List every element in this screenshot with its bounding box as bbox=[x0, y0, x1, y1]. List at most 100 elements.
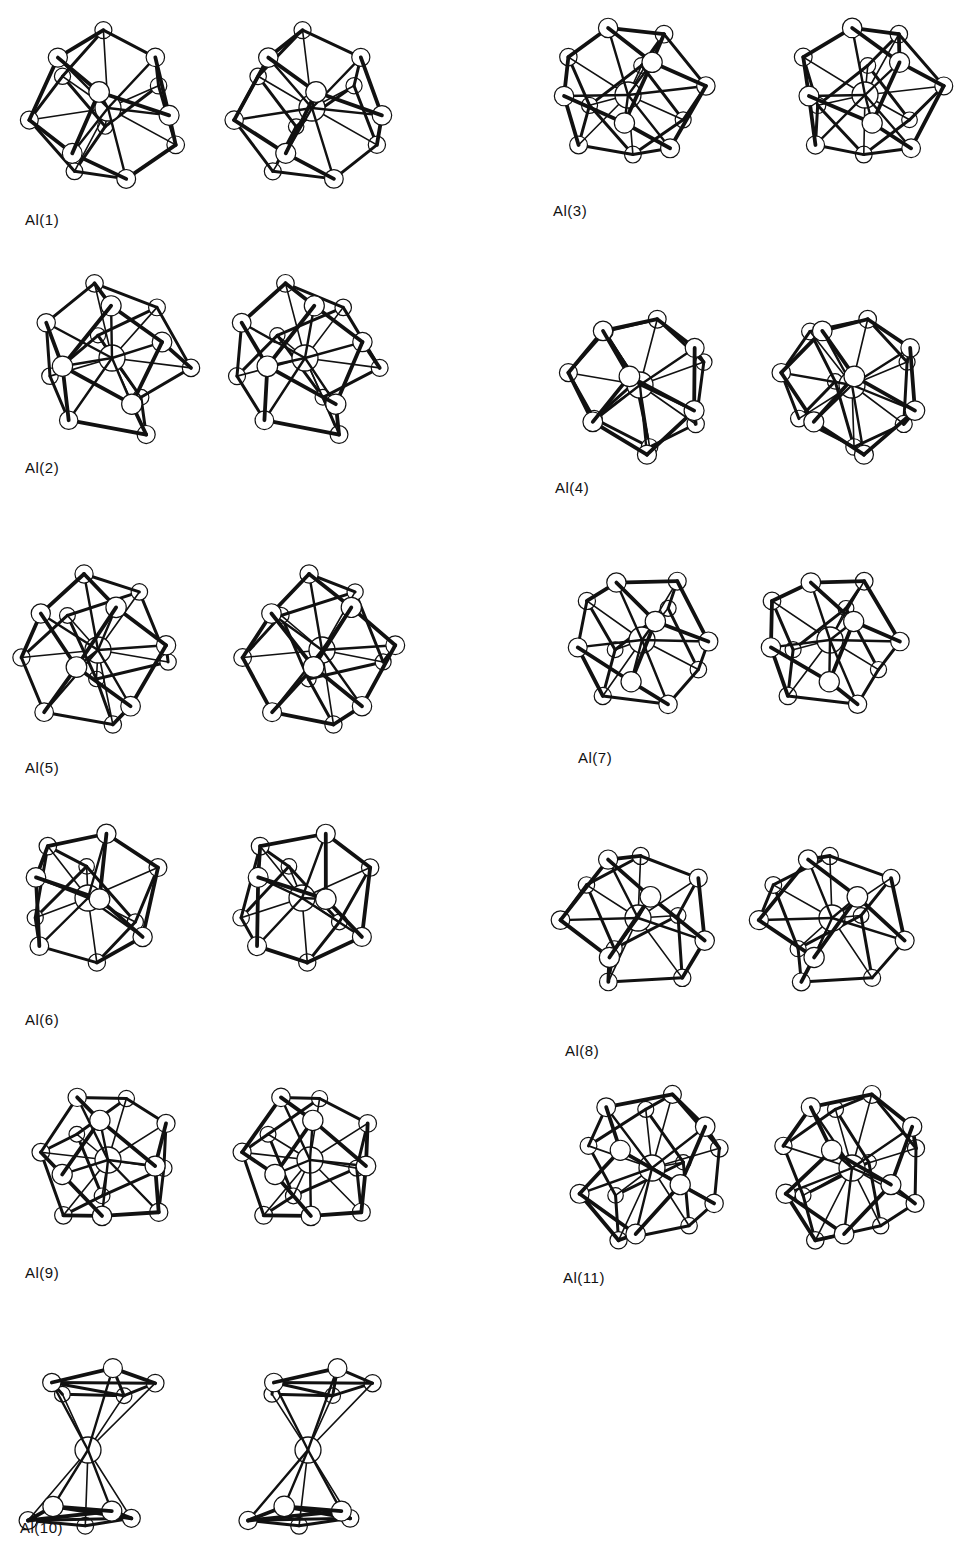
coordination-polyhedron bbox=[794, 18, 952, 163]
atom-circle bbox=[844, 611, 864, 631]
atom-circle bbox=[274, 1496, 294, 1516]
bond-line bbox=[852, 385, 864, 455]
atom-circle bbox=[621, 672, 641, 692]
bond-line bbox=[234, 58, 268, 120]
coordination-polyhedron bbox=[772, 310, 925, 464]
atom-label: Al(2) bbox=[25, 460, 59, 475]
coordination-polyhedron bbox=[749, 847, 914, 990]
coordination-polyhedron bbox=[568, 572, 718, 713]
bond-line bbox=[52, 1383, 88, 1450]
coordination-polyhedron bbox=[233, 824, 379, 971]
bond-line bbox=[668, 608, 698, 669]
coordination-polyhedron bbox=[234, 565, 405, 733]
bond-line bbox=[108, 57, 155, 108]
atom-circle bbox=[819, 672, 839, 692]
coordination-polyhedron bbox=[554, 18, 715, 163]
bond-line bbox=[267, 366, 335, 404]
atom-circle bbox=[614, 113, 634, 133]
bond-line bbox=[267, 306, 314, 366]
coordination-polyhedron bbox=[239, 1359, 381, 1534]
atom-circle bbox=[316, 889, 337, 910]
bond-line bbox=[99, 92, 169, 115]
atom-circle bbox=[303, 1110, 323, 1130]
atom-circle bbox=[640, 886, 661, 907]
bond-line bbox=[302, 834, 326, 898]
bond-line bbox=[62, 366, 131, 404]
bond-line bbox=[39, 898, 88, 946]
bond-line bbox=[646, 1109, 684, 1162]
bond-line bbox=[759, 860, 808, 921]
bond-line bbox=[670, 86, 706, 148]
bond-line bbox=[41, 1097, 77, 1152]
bond-line bbox=[911, 86, 944, 148]
bond-line bbox=[608, 978, 682, 982]
atom-circle bbox=[52, 356, 72, 376]
bond-line bbox=[29, 58, 58, 120]
bond-line bbox=[44, 712, 113, 724]
bond-line bbox=[786, 1194, 844, 1234]
atom-circle bbox=[306, 82, 327, 103]
bond-line bbox=[678, 916, 682, 978]
bond-line bbox=[830, 640, 900, 642]
bond-line bbox=[322, 645, 395, 650]
bond-line bbox=[560, 918, 638, 920]
coordination-polyhedron bbox=[229, 275, 389, 444]
bond-line bbox=[100, 1120, 155, 1166]
bond-line bbox=[638, 918, 705, 941]
atom-label: Al(3) bbox=[553, 203, 587, 218]
bond-line bbox=[143, 868, 158, 937]
bond-line bbox=[52, 1383, 124, 1396]
atom-circle bbox=[89, 82, 110, 103]
bond-line bbox=[830, 856, 891, 878]
bond-line bbox=[274, 1383, 308, 1450]
atom-label: Al(8) bbox=[565, 1043, 599, 1058]
atom-circle bbox=[822, 1140, 842, 1160]
bond-line bbox=[852, 1168, 915, 1203]
bond-line bbox=[629, 376, 694, 410]
coordination-polyhedron bbox=[32, 1088, 175, 1225]
bond-line bbox=[343, 307, 379, 368]
atom-circle bbox=[862, 113, 882, 133]
bond-line bbox=[274, 1381, 373, 1385]
atom-circle bbox=[103, 1359, 122, 1378]
bond-line bbox=[814, 897, 857, 958]
coordination-polyhedron bbox=[20, 22, 184, 189]
atom-circle bbox=[328, 1359, 347, 1378]
atom-circle bbox=[642, 52, 662, 72]
coordination-polyhedron bbox=[225, 22, 392, 189]
atom-circle bbox=[257, 356, 278, 377]
coordination-polyhedron bbox=[761, 572, 909, 713]
bond-line bbox=[88, 1368, 113, 1450]
coordination-polyhedron bbox=[13, 565, 176, 733]
coordination-polyhedron bbox=[233, 1088, 376, 1225]
atom-circle bbox=[66, 657, 87, 678]
bond-line bbox=[234, 108, 312, 120]
bond-line bbox=[606, 1094, 672, 1107]
bond-line bbox=[781, 373, 852, 385]
bond-line bbox=[672, 1094, 719, 1148]
bond-line bbox=[657, 319, 704, 362]
atom-circle bbox=[89, 889, 110, 910]
coordination-polyhedron bbox=[26, 824, 167, 971]
bond-line bbox=[52, 1381, 155, 1385]
atom-circle bbox=[265, 1164, 285, 1184]
bond-line bbox=[308, 1368, 337, 1450]
atom-circle bbox=[122, 394, 142, 414]
bond-line bbox=[786, 1168, 852, 1194]
atom-circle bbox=[610, 1140, 630, 1160]
bond-line bbox=[362, 645, 395, 706]
bond-line bbox=[69, 420, 146, 434]
atom-circle bbox=[619, 366, 640, 387]
bond-line bbox=[242, 1097, 281, 1152]
bond-line bbox=[309, 574, 322, 650]
atom-label: Al(9) bbox=[25, 1265, 59, 1280]
bond-line bbox=[640, 385, 647, 455]
coordination-polyhedron bbox=[19, 1359, 164, 1535]
bond-line bbox=[44, 650, 98, 712]
bond-line bbox=[293, 1168, 356, 1196]
atom-circle bbox=[844, 366, 865, 387]
bond-line bbox=[62, 306, 111, 366]
coordination-polyhedron bbox=[559, 310, 712, 464]
bond-line bbox=[264, 420, 339, 434]
